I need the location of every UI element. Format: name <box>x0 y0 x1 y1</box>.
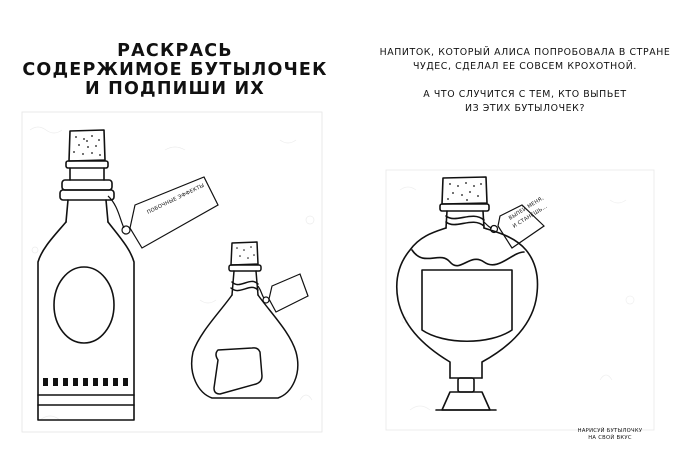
left-illustration: ПОБОЧНЫЕ ЭФФЕКТЫ <box>21 111 323 433</box>
right-doodle-pattern <box>399 186 635 411</box>
large-bottle-dots <box>43 378 128 386</box>
heading-line-2: СОДЕРЖИМОЕ БУТЫЛОЧЕК <box>22 60 328 80</box>
large-tag-shape <box>129 176 219 249</box>
paragraph-2-line-1: А ЧТО СЛУЧИТСЯ С ТЕМ, КТО ВЫПЬЕТ <box>423 89 627 100</box>
paragraph-2: А ЧТО СЛУЧИТСЯ С ТЕМ, КТО ВЫПЬЕТ ИЗ ЭТИХ… <box>350 88 700 116</box>
paragraph-1-line-2: ЧУДЕС, СДЕЛАЛ ЕЕ СОВСЕМ КРОХОТНОЙ. <box>413 61 637 72</box>
caption-line-2: НА СВОЙ ВКУС <box>588 435 632 441</box>
amphora-tag-shape <box>497 204 545 249</box>
amphora-label <box>421 269 513 343</box>
small-cork-texture <box>236 246 255 259</box>
amphora-cork-texture <box>447 182 482 201</box>
left-page: РАСКРАСЬ СОДЕРЖИМОЕ БУТЫЛОЧЕК И ПОДПИШИ … <box>0 42 350 433</box>
left-doodle-frame <box>21 111 323 433</box>
amphora-base <box>441 391 491 411</box>
small-bottle-label <box>213 347 263 395</box>
small-bottle-body <box>191 294 299 399</box>
large-tag-label: ПОБОЧНЫЕ ЭФФЕКТЫ <box>146 183 205 216</box>
small-tag-shape <box>268 273 309 313</box>
large-bottle-tag <box>107 176 219 249</box>
right-page: НАПИТОК, КОТОРЫЙ АЛИСА ПОПРОБОВАЛА В СТР… <box>350 0 700 453</box>
heading-line-3: И ПОДПИШИ ИХ <box>84 79 266 99</box>
amphora-cork <box>441 176 488 205</box>
large-bottle-cork <box>68 129 106 162</box>
large-cork-texture <box>73 135 101 156</box>
amphora-bottle <box>395 176 539 411</box>
small-bottle-tag <box>257 273 309 313</box>
paragraph-2-line-2: ИЗ ЭТИХ БУТЫЛОЧЕК? <box>464 103 586 114</box>
amphora-tag <box>483 204 545 249</box>
right-illustration: ВЫПЕЙ МЕНЯ, И СТАНЕШЬ... <box>385 169 655 431</box>
caption: НАРИСУЙ БУТЫЛОЧКУ НА СВОЙ ВКУС <box>560 428 660 442</box>
large-bottle-label <box>53 266 115 344</box>
right-doodle-frame <box>385 169 655 431</box>
caption-line-1: НАРИСУЙ БУТЫЛОЧКУ <box>577 428 643 434</box>
small-bottle <box>191 241 299 399</box>
left-doodle-pattern <box>29 126 315 421</box>
paragraph-1: НАПИТОК, КОТОРЫЙ АЛИСА ПОПРОБОВАЛА В СТР… <box>350 46 700 74</box>
paragraph-1-line-1: НАПИТОК, КОТОРЫЙ АЛИСА ПОПРОБОВАЛА В СТР… <box>379 47 671 58</box>
heading-line-1: РАСКРАСЬ <box>117 41 233 61</box>
large-bottle-body <box>37 221 135 421</box>
large-bottle <box>37 129 135 421</box>
small-bottle-cork <box>230 241 259 266</box>
left-heading: РАСКРАСЬ СОДЕРЖИМОЕ БУТЫЛОЧЕК И ПОДПИШИ … <box>0 42 350 99</box>
